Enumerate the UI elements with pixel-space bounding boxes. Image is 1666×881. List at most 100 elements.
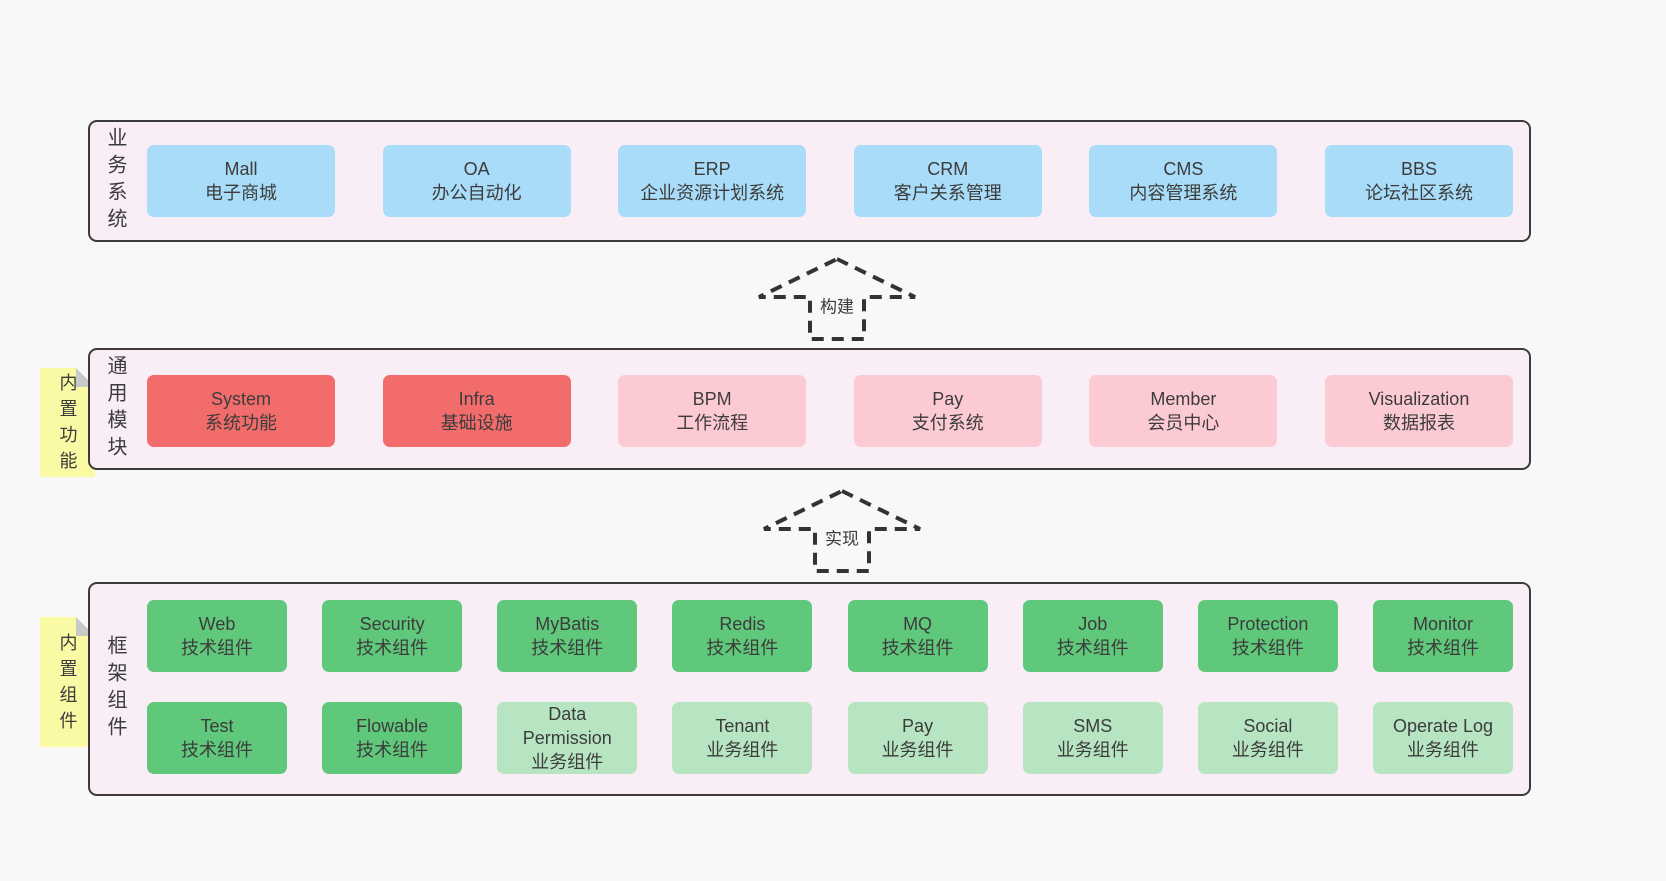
box-title: Test (200, 716, 234, 736)
box-title: OA (463, 159, 490, 179)
box-erp: ERP 企业资源计划系统 (618, 145, 807, 217)
note-built-in-components: 内置组件 (40, 617, 95, 747)
up-arrow-dashed-icon (758, 256, 916, 341)
box-subtitle: 业务组件 (1406, 740, 1479, 760)
box-subtitle: 基础设施 (440, 413, 513, 433)
business-box-row: Mall 电子商城 OA 办公自动化 ERP 企业资源计划系统 CRM 客户关系… (147, 145, 1513, 217)
box-title: Member (1150, 389, 1217, 409)
box-title: CMS (1163, 159, 1204, 179)
box-title: Social (1243, 716, 1293, 736)
layer-label-business: 业务系统 (104, 127, 126, 235)
box-subtitle: 客户关系管理 (893, 183, 1002, 203)
box-subtitle: 技术组件 (356, 638, 429, 658)
box-title: SMS (1073, 716, 1113, 736)
box-pay-component: Pay 业务组件 (847, 702, 988, 774)
layer-common-modules: 通用模块 System 系统功能 Infra 基础设施 BPM 工作流程 Pay… (88, 348, 1531, 470)
box-subtitle: 数据报表 (1382, 413, 1455, 433)
box-subtitle: 内容管理系统 (1129, 183, 1238, 203)
box-title: CRM (927, 159, 969, 179)
box-subtitle: 技术组件 (531, 638, 604, 658)
box-title: Flowable (356, 716, 429, 736)
box-subtitle: 技术组件 (1056, 638, 1129, 658)
box-subtitle: 业务组件 (881, 740, 954, 760)
box-social: Social 业务组件 (1197, 702, 1338, 774)
build-arrow-label: 构建 (816, 291, 858, 319)
box-pay-module: Pay 支付系统 (853, 375, 1042, 447)
box-operate-log: Operate Log 业务组件 (1372, 702, 1513, 774)
box-title: Mall (224, 159, 258, 179)
box-title: Security (359, 614, 425, 634)
box-title: Tenant (715, 716, 770, 736)
box-title: Monitor (1412, 614, 1473, 634)
layer-business-systems: 业务系统 Mall 电子商城 OA 办公自动化 ERP 企业资源计划系统 CRM… (88, 120, 1531, 242)
box-subtitle: 系统功能 (205, 413, 277, 433)
note-label: 内置组件 (57, 632, 78, 737)
components-box-row-1: Web 技术组件 Security 技术组件 MyBatis 技术组件 Redi… (147, 600, 1513, 672)
box-sms: SMS 业务组件 (1022, 702, 1163, 774)
box-flowable: Flowable 技术组件 (322, 702, 463, 774)
box-title: Pay (932, 389, 964, 409)
box-subtitle: 技术组件 (881, 638, 954, 658)
layer-label-components: 框架组件 (104, 635, 126, 743)
box-mall: Mall 电子商城 (147, 145, 335, 217)
box-title: Operate Log (1392, 716, 1494, 736)
box-subtitle: 技术组件 (1231, 638, 1304, 658)
box-subtitle: 业务组件 (531, 752, 604, 772)
box-subtitle: 技术组件 (706, 638, 779, 658)
build-arrow: 构建 (752, 255, 922, 343)
implement-arrow: 实现 (757, 487, 927, 575)
box-crm: CRM 客户关系管理 (853, 145, 1042, 217)
implement-arrow-label: 实现 (821, 523, 863, 551)
up-arrow-dashed-icon (763, 488, 921, 573)
box-subtitle: 业务组件 (1056, 740, 1129, 760)
box-visualization: Visualization 数据报表 (1324, 375, 1513, 447)
box-subtitle: 技术组件 (356, 740, 429, 760)
box-monitor: Monitor 技术组件 (1372, 600, 1513, 672)
box-subtitle: 企业资源计划系统 (640, 183, 785, 203)
box-title: BPM (692, 389, 732, 409)
box-infra: Infra 基础设施 (382, 375, 571, 447)
box-subtitle: 工作流程 (676, 413, 749, 433)
box-title: MyBatis (535, 614, 600, 634)
box-data-permission: Data Permission 业务组件 (497, 702, 638, 774)
box-subtitle: 技术组件 (181, 638, 253, 658)
box-title: BBS (1400, 159, 1437, 179)
layer-label-modules: 通用模块 (104, 355, 126, 463)
box-test: Test 技术组件 (147, 702, 287, 774)
box-subtitle: 业务组件 (1231, 740, 1304, 760)
box-title: Data Permission (522, 704, 612, 748)
box-mq: MQ 技术组件 (847, 600, 988, 672)
box-title: Redis (719, 614, 766, 634)
box-member: Member 会员中心 (1089, 375, 1278, 447)
box-redis: Redis 技术组件 (672, 600, 813, 672)
box-title: MQ (903, 614, 933, 634)
box-subtitle: 支付系统 (911, 413, 984, 433)
box-title: Pay (902, 716, 934, 736)
box-subtitle: 业务组件 (706, 740, 779, 760)
box-bpm: BPM 工作流程 (618, 375, 807, 447)
box-web: Web 技术组件 (147, 600, 287, 672)
box-system: System 系统功能 (147, 375, 335, 447)
box-title: ERP (693, 159, 731, 179)
box-title: System (210, 389, 271, 409)
box-bbs: BBS 论坛社区系统 (1324, 145, 1513, 217)
box-security: Security 技术组件 (322, 600, 463, 672)
box-title: Visualization (1368, 389, 1470, 409)
box-title: Job (1078, 614, 1108, 634)
box-title: Infra (458, 389, 495, 409)
box-job: Job 技术组件 (1022, 600, 1163, 672)
box-subtitle: 论坛社区系统 (1364, 183, 1473, 203)
box-subtitle: 办公自动化 (431, 183, 522, 203)
box-cms: CMS 内容管理系统 (1089, 145, 1278, 217)
layer-framework-components: 框架组件 Web 技术组件 Security 技术组件 MyBatis 技术组件… (88, 582, 1531, 796)
modules-box-row: System 系统功能 Infra 基础设施 BPM 工作流程 Pay 支付系统… (147, 375, 1513, 447)
note-built-in-functions: 内置功能 (40, 368, 95, 477)
note-label: 内置功能 (57, 372, 78, 477)
box-title: Web (198, 614, 236, 634)
components-box-row-2: Test 技术组件 Flowable 技术组件 Data Permission … (147, 702, 1513, 774)
box-protection: Protection 技术组件 (1197, 600, 1338, 672)
box-subtitle: 会员中心 (1147, 413, 1220, 433)
box-subtitle: 电子商城 (205, 183, 277, 203)
box-tenant: Tenant 业务组件 (672, 702, 813, 774)
